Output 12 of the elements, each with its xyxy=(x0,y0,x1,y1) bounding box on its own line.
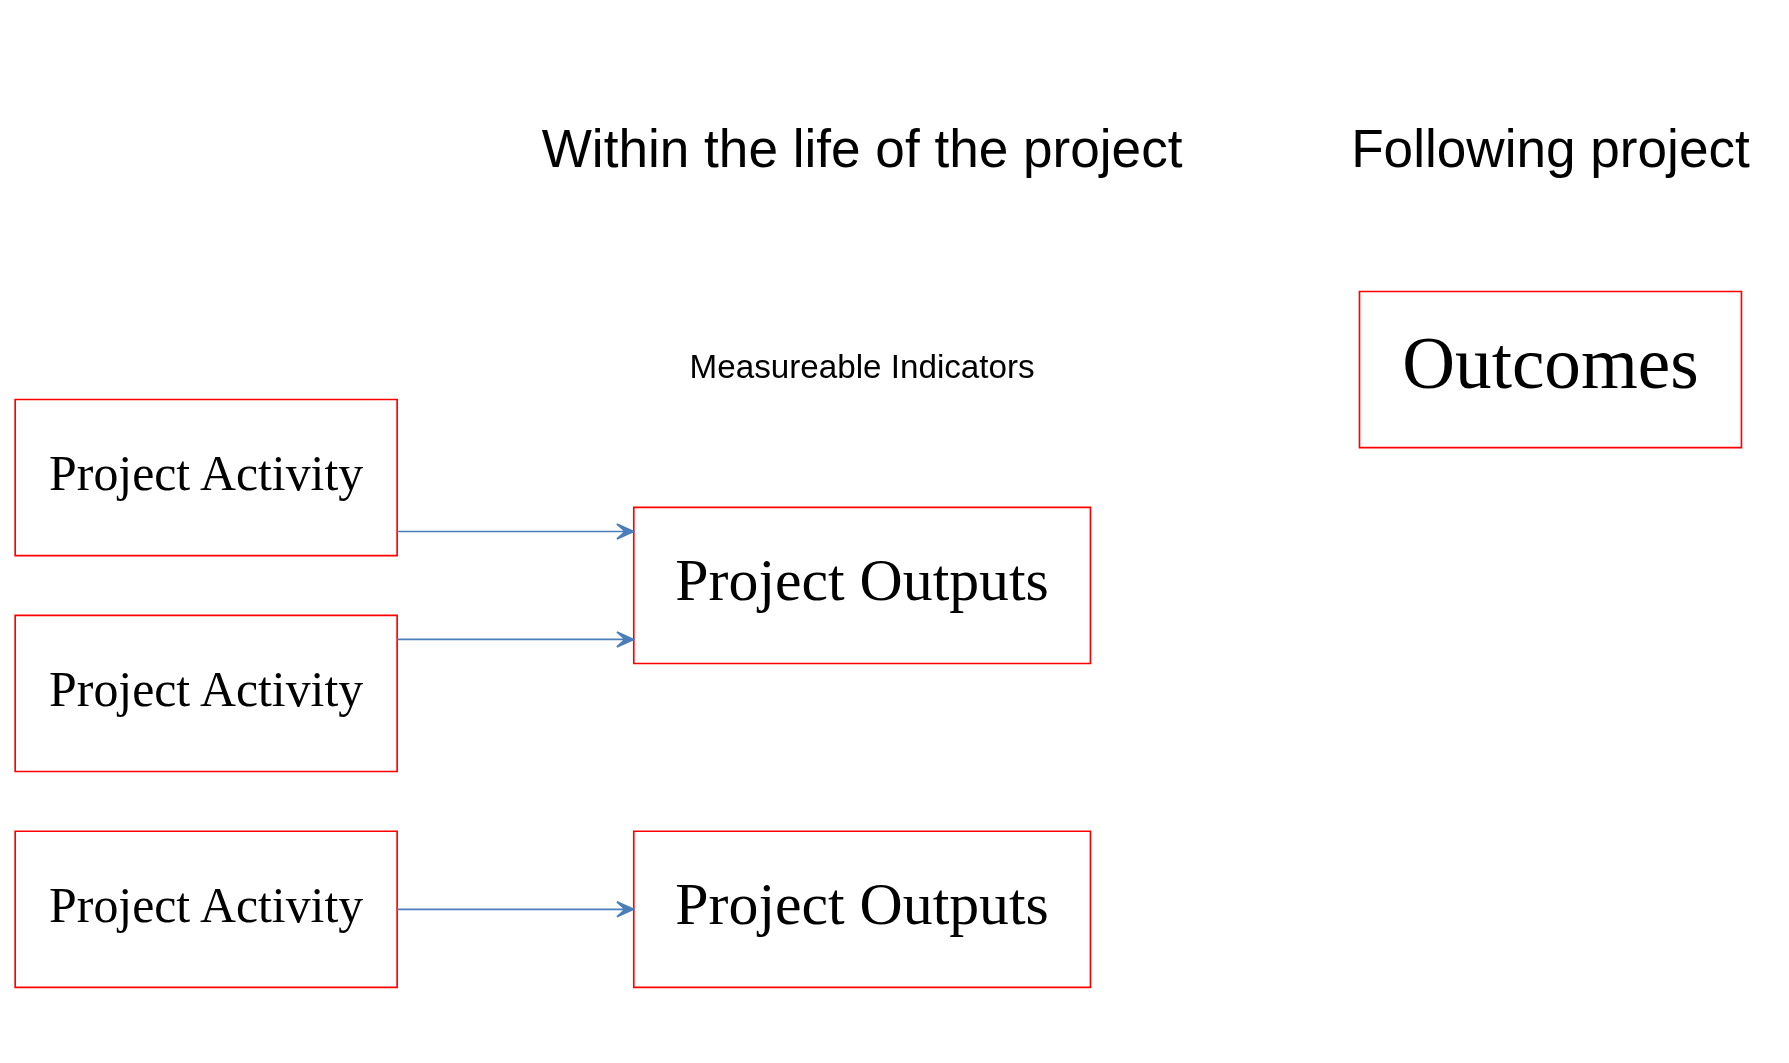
label: Measureable Indicators xyxy=(689,347,1035,385)
label: Within the life of the project xyxy=(541,119,1183,179)
arrow xyxy=(396,523,635,540)
node-box: Project Outputs xyxy=(632,830,1092,989)
label: Following project xyxy=(1351,119,1750,179)
node-box: Project Activity xyxy=(14,830,398,989)
node-box: Project Activity xyxy=(14,614,398,773)
node-box: Project Activity xyxy=(14,398,398,557)
node-box: Outcomes xyxy=(1358,290,1743,449)
arrow xyxy=(396,901,635,918)
arrow xyxy=(396,631,635,648)
node-box: Project Outputs xyxy=(632,506,1092,665)
